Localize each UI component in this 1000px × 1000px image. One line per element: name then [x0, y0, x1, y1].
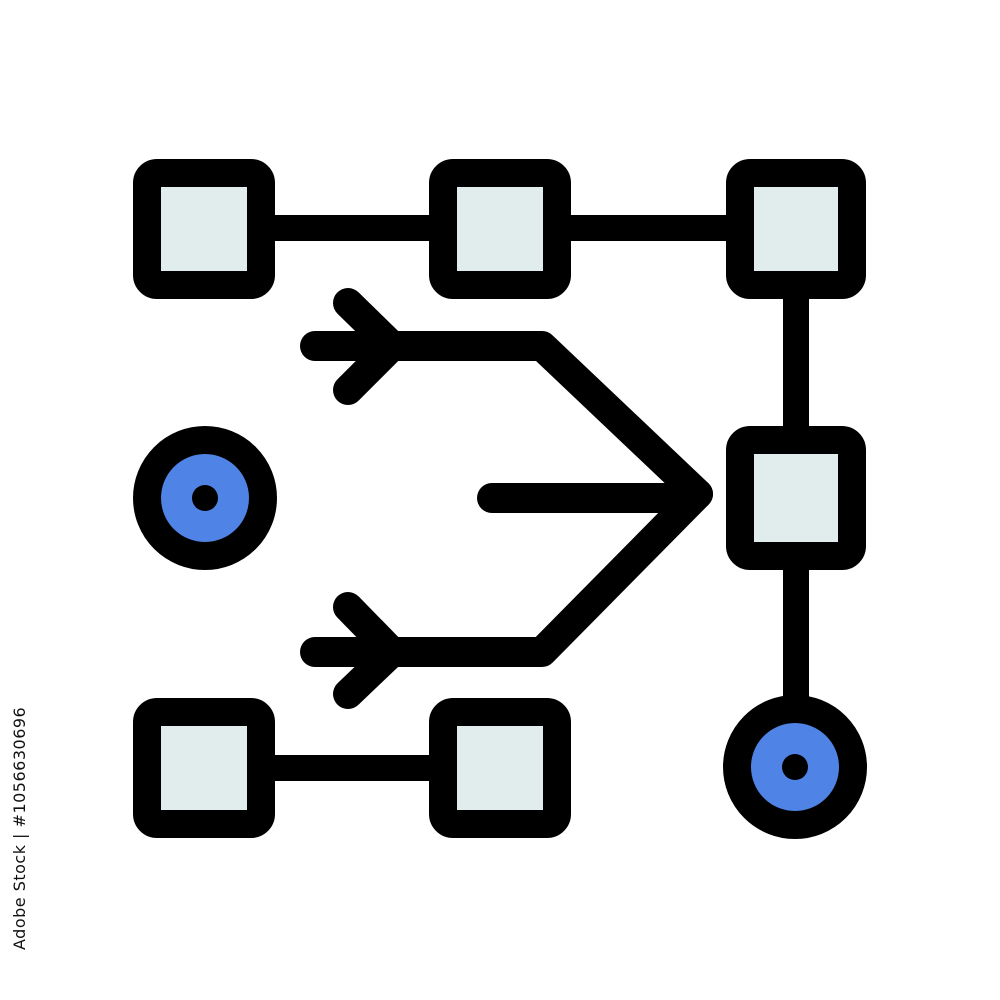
end-circle-dot	[782, 754, 808, 780]
node-top-middle	[429, 159, 571, 299]
arrow-lower-head	[333, 592, 407, 709]
node-top-right	[726, 159, 866, 299]
start-circle-dot	[192, 485, 218, 511]
node-bottom-left	[133, 698, 275, 838]
stock-watermark-text: Adobe Stock | #1056630696	[10, 706, 29, 950]
arrow-upper-head	[333, 288, 407, 405]
node-bottom-middle	[429, 698, 571, 838]
node-middle-right	[726, 426, 866, 570]
node-top-left	[133, 159, 275, 299]
